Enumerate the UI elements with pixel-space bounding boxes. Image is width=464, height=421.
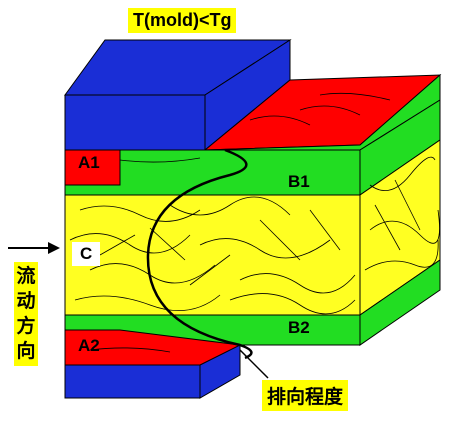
orientation-leader xyxy=(239,349,269,379)
bottom-mold-front xyxy=(64,364,201,399)
flow-arrow-head xyxy=(48,242,60,254)
orientation-degree-label: 排向程度 xyxy=(262,380,349,411)
label-a2: A2 xyxy=(78,336,100,355)
label-b2: B2 xyxy=(288,318,310,337)
label-c: C xyxy=(72,242,101,266)
title-label: T(mold)<Tg xyxy=(128,8,237,33)
fiber-texture xyxy=(69,92,440,353)
label-a1: A1 xyxy=(78,153,100,172)
side-shear-bottom xyxy=(359,259,441,346)
orientation-curve xyxy=(146,148,253,360)
top-mold-front xyxy=(64,94,206,151)
label-b1: B1 xyxy=(288,172,310,191)
bottom-mold-side xyxy=(199,344,241,399)
front-core-c xyxy=(64,194,361,316)
flow-direction-label: 流动方向 xyxy=(14,262,38,366)
